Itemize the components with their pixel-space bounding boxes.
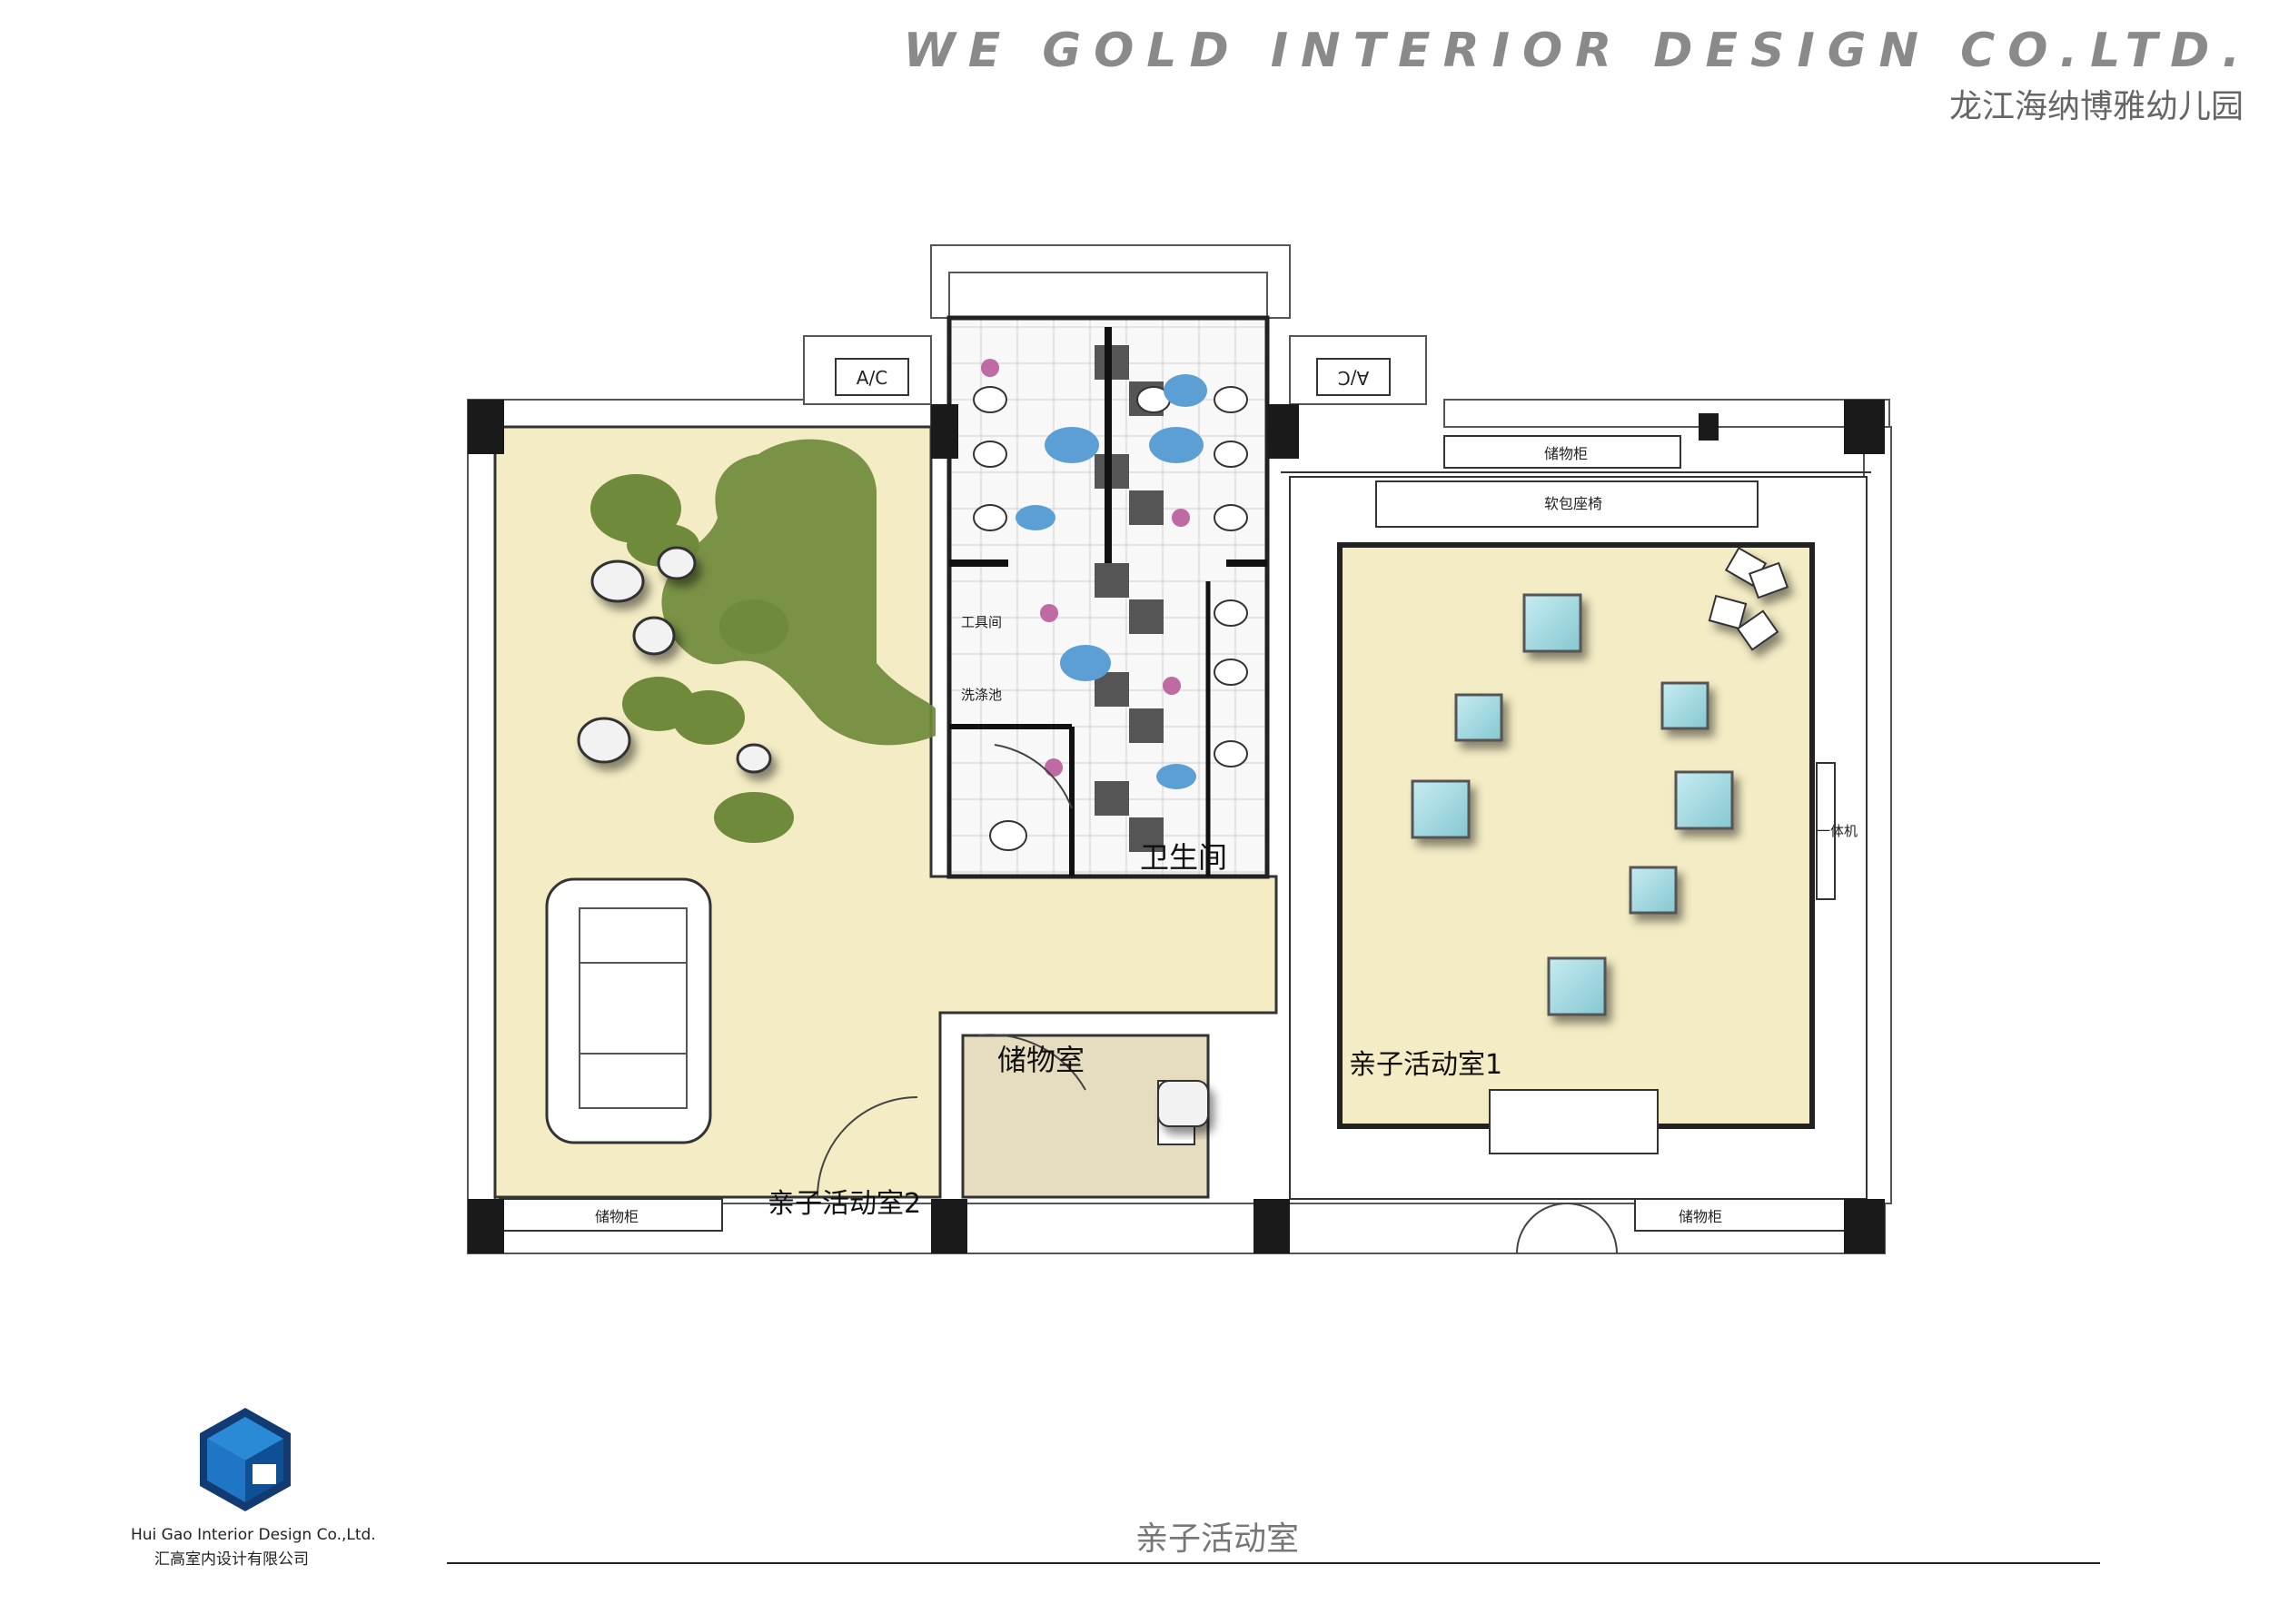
columns: [468, 400, 1885, 1253]
all-in-one-label: 一体机: [1817, 823, 1858, 839]
company-title: WE GOLD INTERIOR DESIGN CO.LTD.: [903, 24, 2253, 78]
caption-underline: [447, 1562, 2100, 1564]
tool-room-label: 工具间: [961, 614, 1002, 630]
storage-cabinet-label-right: 储物柜: [1679, 1208, 1722, 1225]
restroom-door[interactable]: [994, 744, 1073, 809]
room-1-steps: [1489, 1089, 1659, 1154]
ac-unit-left: A/C: [835, 358, 909, 396]
storage-cabinet-label-top: 储物柜: [1544, 445, 1588, 462]
logo-text-cn: 汇高室内设计有限公司: [154, 1550, 309, 1569]
ac-label-left: A/C: [857, 367, 887, 389]
restroom-label: 卫生间: [1140, 840, 1227, 875]
toilets: [973, 386, 1248, 851]
room-2-door[interactable]: [817, 1096, 918, 1198]
cushions: [1708, 547, 1789, 651]
company-logo: [200, 1408, 291, 1511]
all-in-one-machine: [1816, 762, 1836, 900]
storage-cabinet-right: [1634, 1198, 1858, 1232]
storage-cabinet-top: [1443, 435, 1681, 469]
storage-cabinet-label-left: 储物柜: [595, 1208, 639, 1225]
storage-room-door[interactable]: [978, 1034, 1086, 1091]
room-2-label: 亲子活动室2: [768, 1188, 921, 1220]
soft-bench-label: 软包座椅: [1544, 495, 1602, 512]
ac-unit-right: A/C: [1316, 358, 1391, 396]
activity-tables: [1411, 593, 1734, 1016]
storage-cabinet-left: [499, 1198, 723, 1232]
grass-patch: [714, 792, 794, 843]
logo-text-en: Hui Gao Interior Design Co.,Ltd.: [131, 1526, 376, 1544]
soft-bench: [1375, 480, 1759, 528]
restroom-checker: [1095, 345, 1164, 852]
ac-label-right: A/C: [1338, 367, 1369, 389]
storage-room-chair: [1157, 1080, 1209, 1127]
play-structure: [545, 877, 712, 1144]
grass-area-main: [661, 439, 936, 746]
room-1-double-door[interactable]: [1516, 1203, 1618, 1254]
grass-patch: [672, 690, 745, 745]
wash-basin-label: 洗涤池: [961, 687, 1002, 703]
grass-patch: [719, 599, 788, 654]
project-name: 龙江海纳博雅幼儿园: [1948, 88, 2244, 125]
stepping-stones: [577, 546, 772, 774]
storage-room-label: 储物室: [997, 1043, 1085, 1077]
page-caption: 亲子活动室: [1135, 1520, 1300, 1558]
whale-decals: [1016, 374, 1207, 789]
room-1-label: 亲子活动室1: [1349, 1049, 1502, 1081]
